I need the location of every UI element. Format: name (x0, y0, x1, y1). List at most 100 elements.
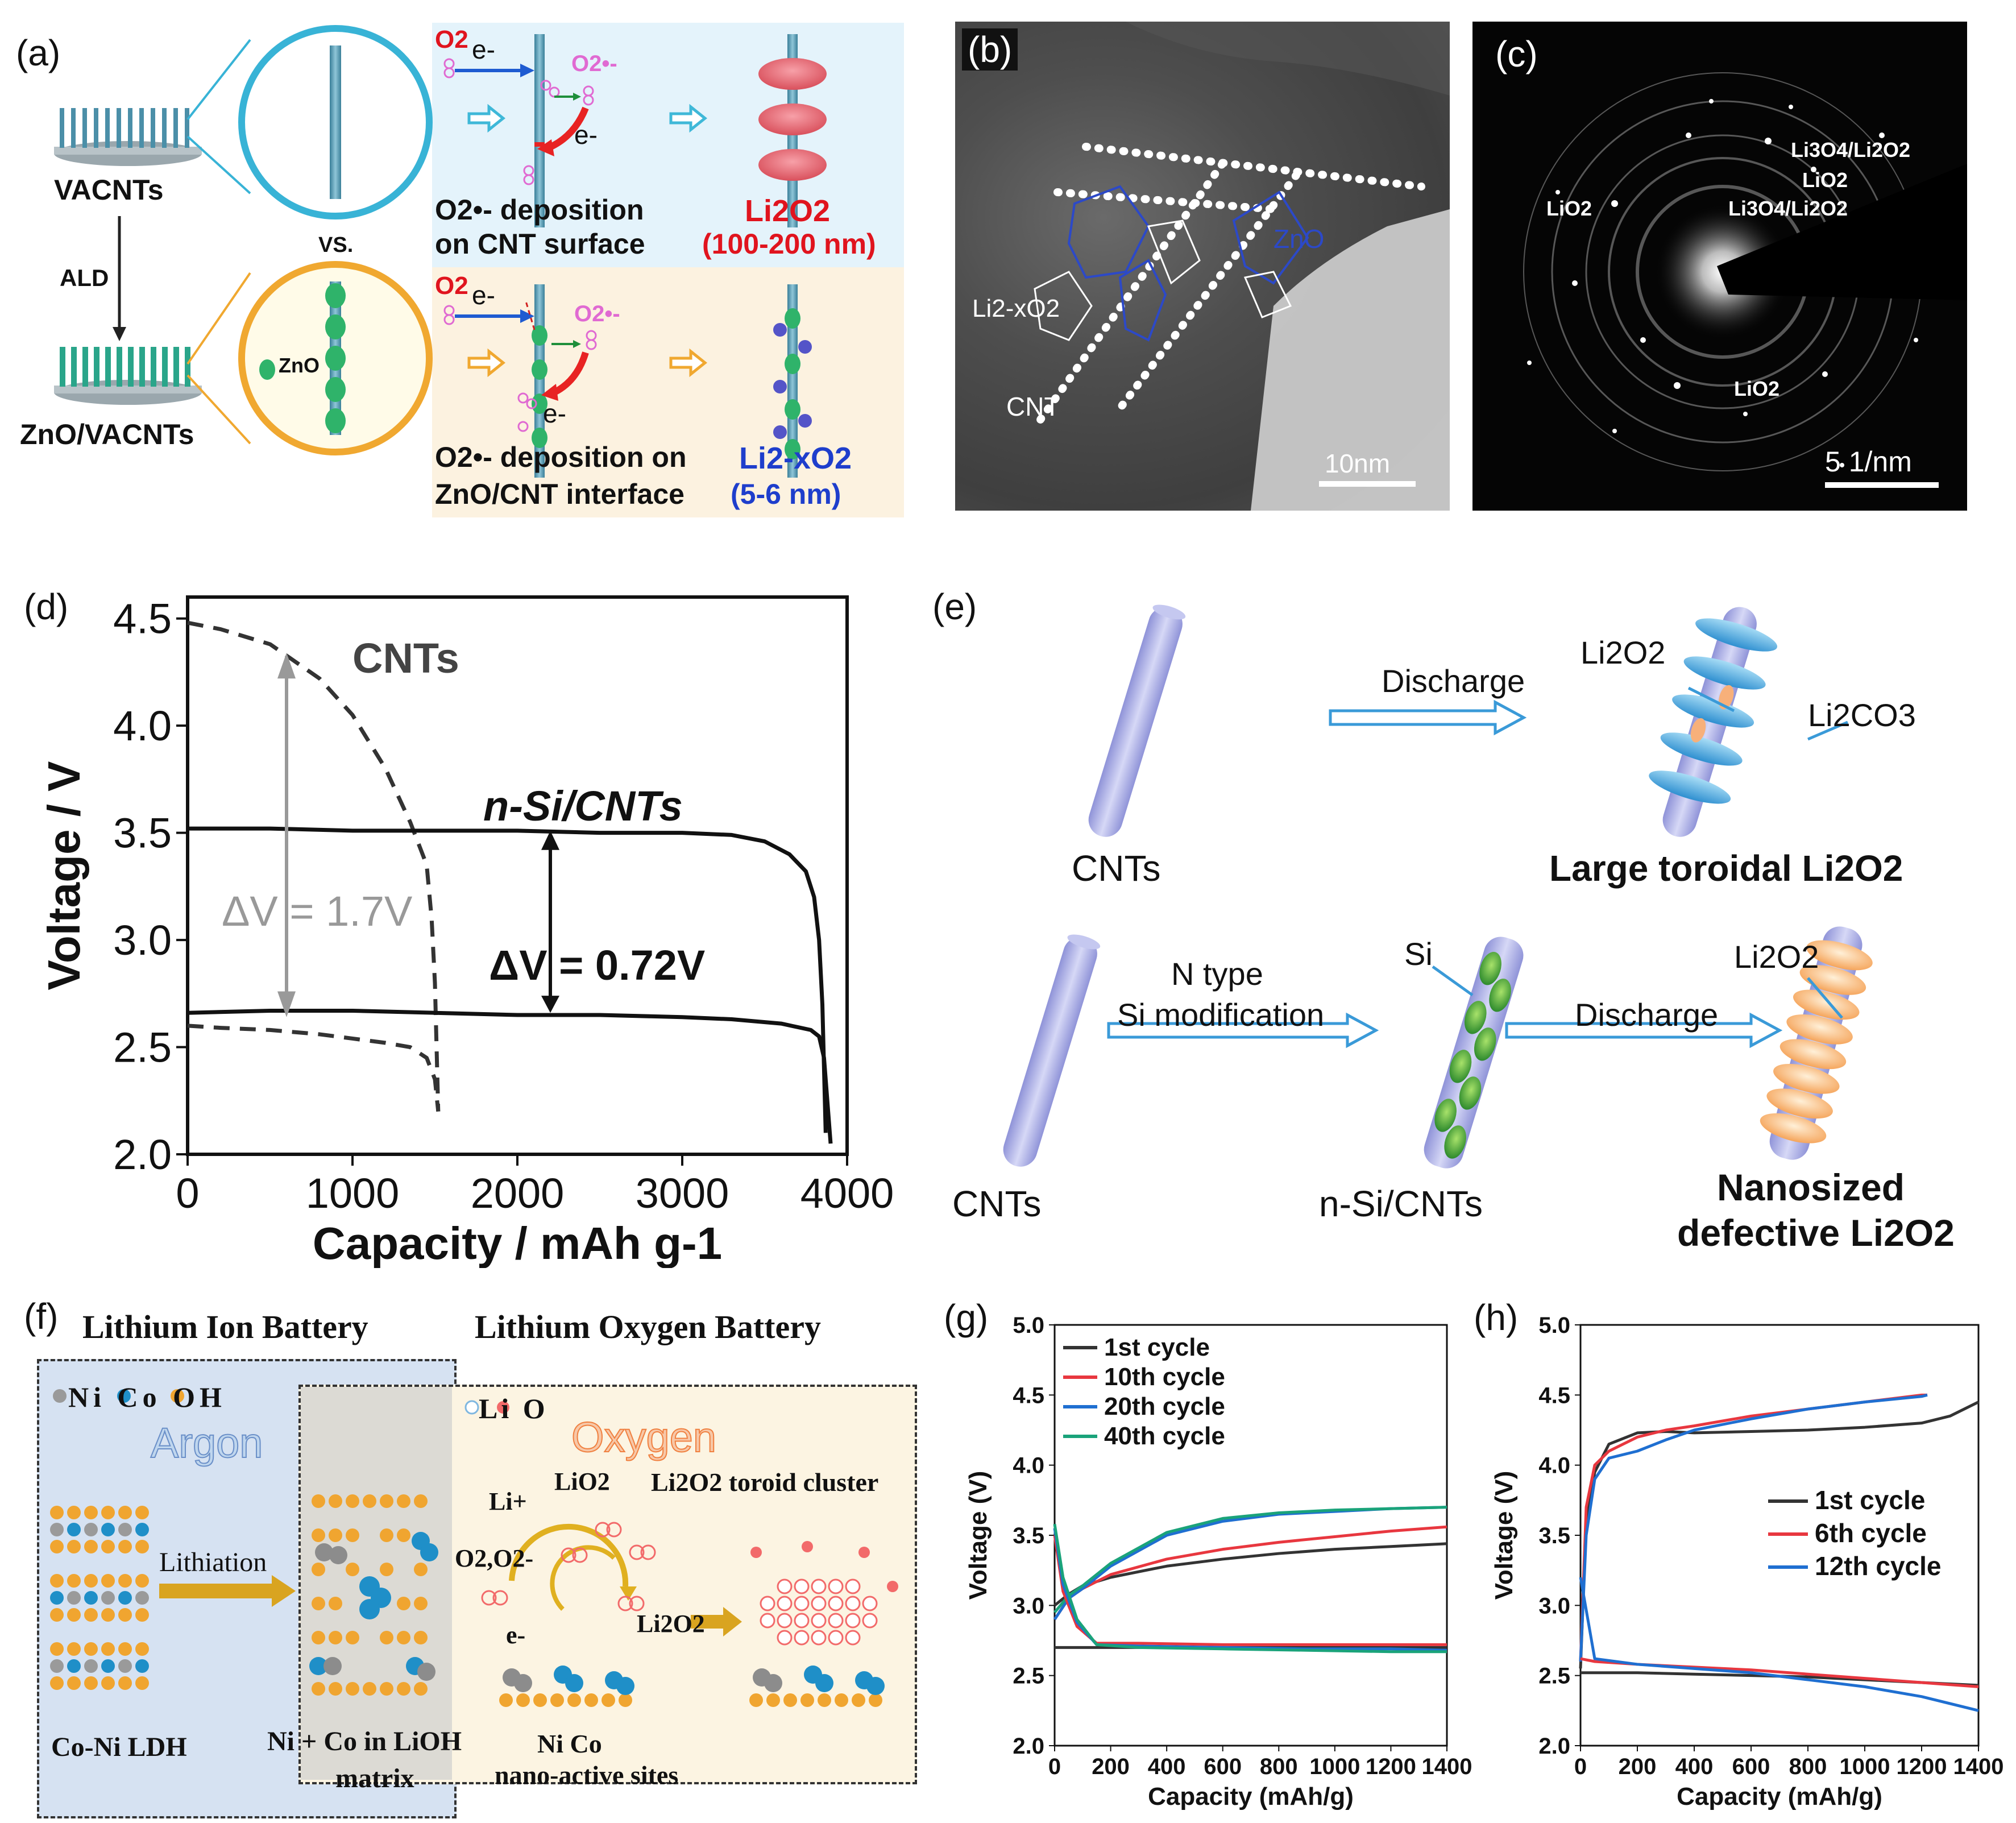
panel-e: (e) (921, 569, 2016, 1268)
legend-label: 1st cycle (1815, 1485, 1925, 1515)
x-tick-label: 1000 (1309, 1754, 1360, 1779)
top-size: (100-200 nm) (702, 228, 876, 260)
y-tick-label: 3.0 (1538, 1593, 1570, 1618)
panel-e-discharge2: Discharge (1575, 997, 1719, 1033)
y-tick-label: 4.0 (113, 702, 172, 749)
top-bg (432, 23, 904, 267)
panel-c-ann3: LiO2 (1546, 197, 1592, 220)
x-tick-label: 4000 (800, 1170, 894, 1217)
top-o2-label: O2 (435, 26, 468, 53)
panel-b-cnt: CNT (1006, 392, 1060, 421)
panel-c-ann4: Li3O4/Li2O2 (1728, 197, 1848, 220)
panel-e-discharge: Discharge (1382, 663, 1525, 699)
series-line-cnts (187, 620, 441, 1112)
y-tick-label: 2.5 (1538, 1664, 1570, 1689)
y-tick-label: 2.5 (1013, 1664, 1044, 1689)
panel-f-e: e- (506, 1621, 526, 1649)
y-tick-label: 3.5 (113, 810, 172, 857)
vacnts-label: VACNTs (54, 174, 164, 206)
x-tick-label: 600 (1732, 1754, 1770, 1779)
panel-e-si: Si (1404, 936, 1433, 972)
y-tick-label: 2.0 (1013, 1734, 1044, 1759)
y-tick-label: 5.0 (1538, 1313, 1570, 1338)
top-e-label: e- (472, 35, 495, 64)
series-line-10th-cycle-discharge (1053, 1535, 1447, 1646)
panel-f-argon: Argon (150, 1419, 263, 1467)
zno-vacnts-forest (54, 347, 202, 405)
cnt-tube-top (1088, 604, 1186, 837)
x-tick-label: 1000 (306, 1170, 400, 1217)
y-axis-label: Voltage / V (39, 761, 89, 990)
panel-f-matrix1: Ni + Co in LiOH (267, 1726, 462, 1756)
y-axis-label: Voltage (V) (1490, 1471, 1518, 1600)
panel-e-nsicnts-text: n-Si/CNTs (1319, 1183, 1483, 1224)
series-line-6th-cycle-discharge (1580, 1657, 1979, 1688)
panel-f-lib-title: Lithium Ion Battery (82, 1308, 368, 1345)
cnt-si (1424, 937, 1524, 1169)
bot-e-label-2: e- (543, 399, 566, 428)
panel-e-nano1: Nanosized (1717, 1166, 1905, 1208)
y-tick-label: 3.0 (113, 917, 172, 964)
panel-c-ann1: Li3O4/Li2O2 (1791, 138, 1911, 161)
panel-f-lithiation: Lithiation (159, 1547, 267, 1577)
y-tick-label: 4.5 (1538, 1383, 1570, 1408)
x-tick-label: 1200 (1897, 1754, 1947, 1779)
x-tick-label: 1400 (1953, 1754, 2004, 1779)
top-e-label-2: e- (574, 120, 598, 150)
panel-e-ntype: N type (1171, 956, 1263, 992)
panel-c-label: (c) (1495, 34, 1538, 74)
x-tick-label: 400 (1675, 1754, 1714, 1779)
series-line-n-si-cnts-discharge (187, 1008, 833, 1144)
top-caption-2: on CNT surface (435, 228, 645, 260)
panel-d-label: (d) (24, 586, 69, 627)
series-line-40th-cycle (1053, 1506, 1447, 1614)
panel-f-liplus: Li+ (489, 1488, 527, 1515)
dv1-arrow-head-top (277, 653, 296, 679)
y-tick-label: 4.5 (113, 595, 172, 643)
x-tick-label: 2000 (471, 1170, 565, 1217)
panel-f-nico: Ni Co (537, 1729, 602, 1758)
top-o2rad-label: O2•- (571, 51, 617, 76)
panel-b-zno: ZnO (1274, 224, 1325, 254)
x-tick-label: 200 (1092, 1754, 1130, 1779)
panel-g-label: (g) (944, 1297, 989, 1338)
liohmatrix (312, 1494, 428, 1696)
series-line-cnts-discharge (187, 1024, 441, 1112)
y-tick-label: 2.0 (1538, 1734, 1570, 1759)
series-line-40th-cycle-discharge (1053, 1523, 1447, 1654)
panel-a-schematic (54, 23, 904, 517)
y-tick-label: 3.0 (1013, 1593, 1044, 1618)
bot-o2-label: O2 (435, 272, 468, 300)
panel-f-legend1: Ni Co OH (68, 1381, 226, 1413)
legend-label: 6th cycle (1815, 1518, 1927, 1548)
panel-f-o2o2: O2,O2- (455, 1544, 534, 1572)
y-axis-label: Voltage (V) (964, 1471, 992, 1600)
panel-f-lob-title: Lithium Oxygen Battery (475, 1308, 821, 1345)
panel-c-ann2: LiO2 (1802, 168, 1848, 192)
panel-f: (f) Lithium Ion Battery Lithium Oxygen B… (0, 1291, 932, 1820)
x-tick-label: 1000 (1840, 1754, 1890, 1779)
vs-label: VS. (318, 233, 354, 257)
zno-vacnts-label: ZnO/VACNTs (20, 419, 194, 450)
panel-f-label: (f) (24, 1296, 59, 1337)
x-axis-label: Capacity (mAh/g) (1677, 1783, 1882, 1810)
dv2-arrow-head-top (541, 830, 559, 850)
panel-c-ann5: LiO2 (1734, 377, 1780, 400)
panel-e-nsicnts: n-Si/CNTs (1319, 1183, 1483, 1225)
top-caption-1: O2•- deposition (435, 194, 644, 226)
legend-label: 40th cycle (1104, 1422, 1225, 1450)
panel-c-saed-image: (c) Li3O4/Li2O2 LiO2 LiO2 Li3O4/Li2O2 Li… (1472, 22, 1967, 511)
panel-f-schematic (50, 1389, 898, 1707)
panel-b-scale-bar (1319, 481, 1416, 487)
panel-f-matrix2: matrix (335, 1763, 414, 1793)
legend-label: 12th cycle (1815, 1551, 1941, 1581)
legend-label: 20th cycle (1104, 1393, 1225, 1420)
x-tick-label: 0 (176, 1170, 199, 1217)
x-axis-label: Capacity (mAh/g) (1148, 1783, 1354, 1810)
series-line-10th-cycle (1053, 1525, 1447, 1621)
cnt-toroid (1649, 607, 1778, 837)
panel-e-nano2: defective Li2O2 (1677, 1212, 1955, 1254)
